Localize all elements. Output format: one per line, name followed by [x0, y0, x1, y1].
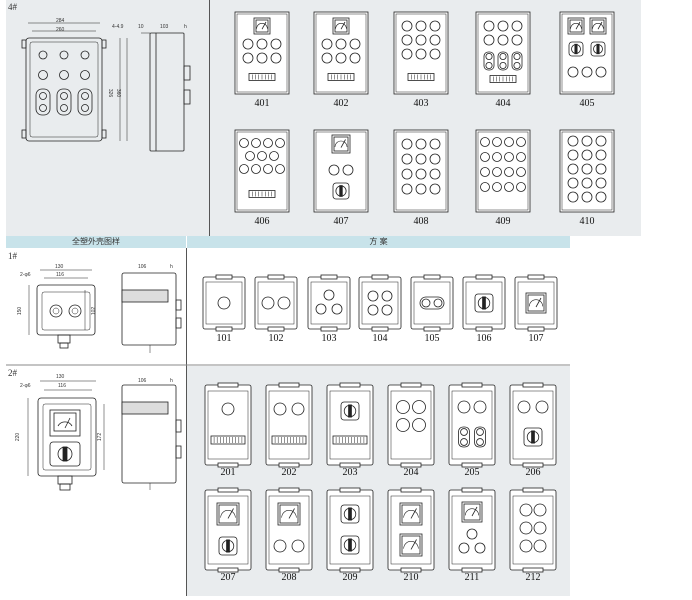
scheme-208: [265, 487, 313, 573]
header-schemes: 方 案: [187, 236, 570, 248]
scheme-405: [559, 11, 615, 95]
scheme-209: [326, 487, 374, 573]
dim-2-w2: 116: [58, 383, 66, 389]
scheme-211: [448, 487, 496, 573]
shell-2-side: [121, 384, 182, 490]
scheme-103: [307, 274, 351, 332]
scheme-201: [204, 382, 252, 468]
scheme-label-202: 202: [281, 467, 297, 478]
schemes-1-group: [202, 274, 558, 332]
scheme-label-203: 203: [342, 467, 358, 478]
scheme-102: [254, 274, 298, 332]
scheme-label-107: 107: [528, 333, 544, 344]
dim-4-h: h: [184, 24, 187, 30]
dim-1-phi: 2-φ6: [20, 272, 31, 278]
scheme-label-404: 404: [495, 98, 511, 109]
shell-1-front: [28, 269, 96, 349]
scheme-210: [387, 487, 435, 573]
scheme-label-211: 211: [464, 572, 480, 583]
scheme-label-407: 407: [333, 216, 349, 227]
scheme-105: [410, 274, 454, 332]
scheme-label-207: 207: [220, 572, 236, 583]
dim-4-w1: 284: [56, 18, 65, 24]
scheme-406: [234, 129, 290, 213]
scheme-label-402: 402: [333, 98, 349, 109]
shell-2-front: [27, 380, 105, 491]
scheme-206: [509, 382, 557, 468]
scheme-label-410: 410: [579, 216, 595, 227]
dim-2-depth: 106: [138, 378, 147, 384]
scheme-207: [204, 487, 252, 573]
dim-1-w2: 116: [56, 272, 64, 278]
scheme-label-206: 206: [525, 467, 541, 478]
dim-4-holes: 4-4.9: [112, 24, 124, 30]
scheme-label-409: 409: [495, 216, 511, 227]
scheme-106: [462, 274, 506, 332]
scheme-202: [265, 382, 313, 468]
scheme-label-406: 406: [254, 216, 270, 227]
scheme-101: [202, 274, 246, 332]
scheme-407: [313, 129, 369, 213]
scheme-402: [313, 11, 369, 95]
scheme-107: [514, 274, 558, 332]
scheme-104: [358, 274, 402, 332]
schemes-2-group: [204, 382, 557, 573]
dim-1-depth: 106: [138, 264, 147, 270]
scheme-label-103: 103: [321, 333, 337, 344]
scheme-401: [234, 11, 290, 95]
section-label-2: 2#: [8, 368, 17, 378]
scheme-label-210: 210: [403, 572, 419, 583]
scheme-label-204: 204: [403, 467, 419, 478]
scheme-label-401: 401: [254, 98, 270, 109]
shell-4-front: [21, 22, 128, 142]
header-shell: 全塑外壳图样: [6, 236, 186, 248]
shell-4-side: [141, 32, 191, 152]
scheme-label-405: 405: [579, 98, 595, 109]
shell-1-side: [121, 272, 182, 353]
dim-4-d1: 10: [138, 24, 144, 30]
dim-1-w1: 130: [55, 264, 64, 270]
scheme-410: [559, 129, 615, 213]
panel-4-shell: [6, 0, 209, 236]
dim-4-d2: 103: [160, 24, 169, 30]
section-label-1: 1#: [8, 251, 17, 261]
scheme-205: [448, 382, 496, 468]
scheme-label-102: 102: [268, 333, 284, 344]
scheme-label-101: 101: [216, 333, 232, 344]
scheme-404: [475, 11, 531, 95]
scheme-403: [393, 11, 449, 95]
scheme-204: [387, 382, 435, 468]
scheme-label-408: 408: [413, 216, 429, 227]
scheme-label-104: 104: [372, 333, 388, 344]
scheme-label-208: 208: [281, 572, 297, 583]
dim-1-h: h: [170, 264, 173, 270]
scheme-label-106: 106: [476, 333, 492, 344]
dim-2-w1: 130: [56, 374, 65, 380]
dim-2-phi: 2-φ6: [20, 383, 31, 389]
scheme-label-212: 212: [525, 572, 541, 583]
scheme-203: [326, 382, 374, 468]
section-label-4: 4#: [8, 2, 17, 12]
scheme-label-209: 209: [342, 572, 358, 583]
scheme-212: [509, 487, 557, 573]
scheme-label-403: 403: [413, 98, 429, 109]
dim-4-w2: 260: [56, 27, 65, 33]
scheme-label-201: 201: [220, 467, 236, 478]
scheme-label-105: 105: [424, 333, 440, 344]
dim-2-h: h: [170, 378, 173, 384]
scheme-408: [393, 129, 449, 213]
scheme-409: [475, 129, 531, 213]
scheme-label-205: 205: [464, 467, 480, 478]
schemes-4-group: [234, 11, 615, 213]
